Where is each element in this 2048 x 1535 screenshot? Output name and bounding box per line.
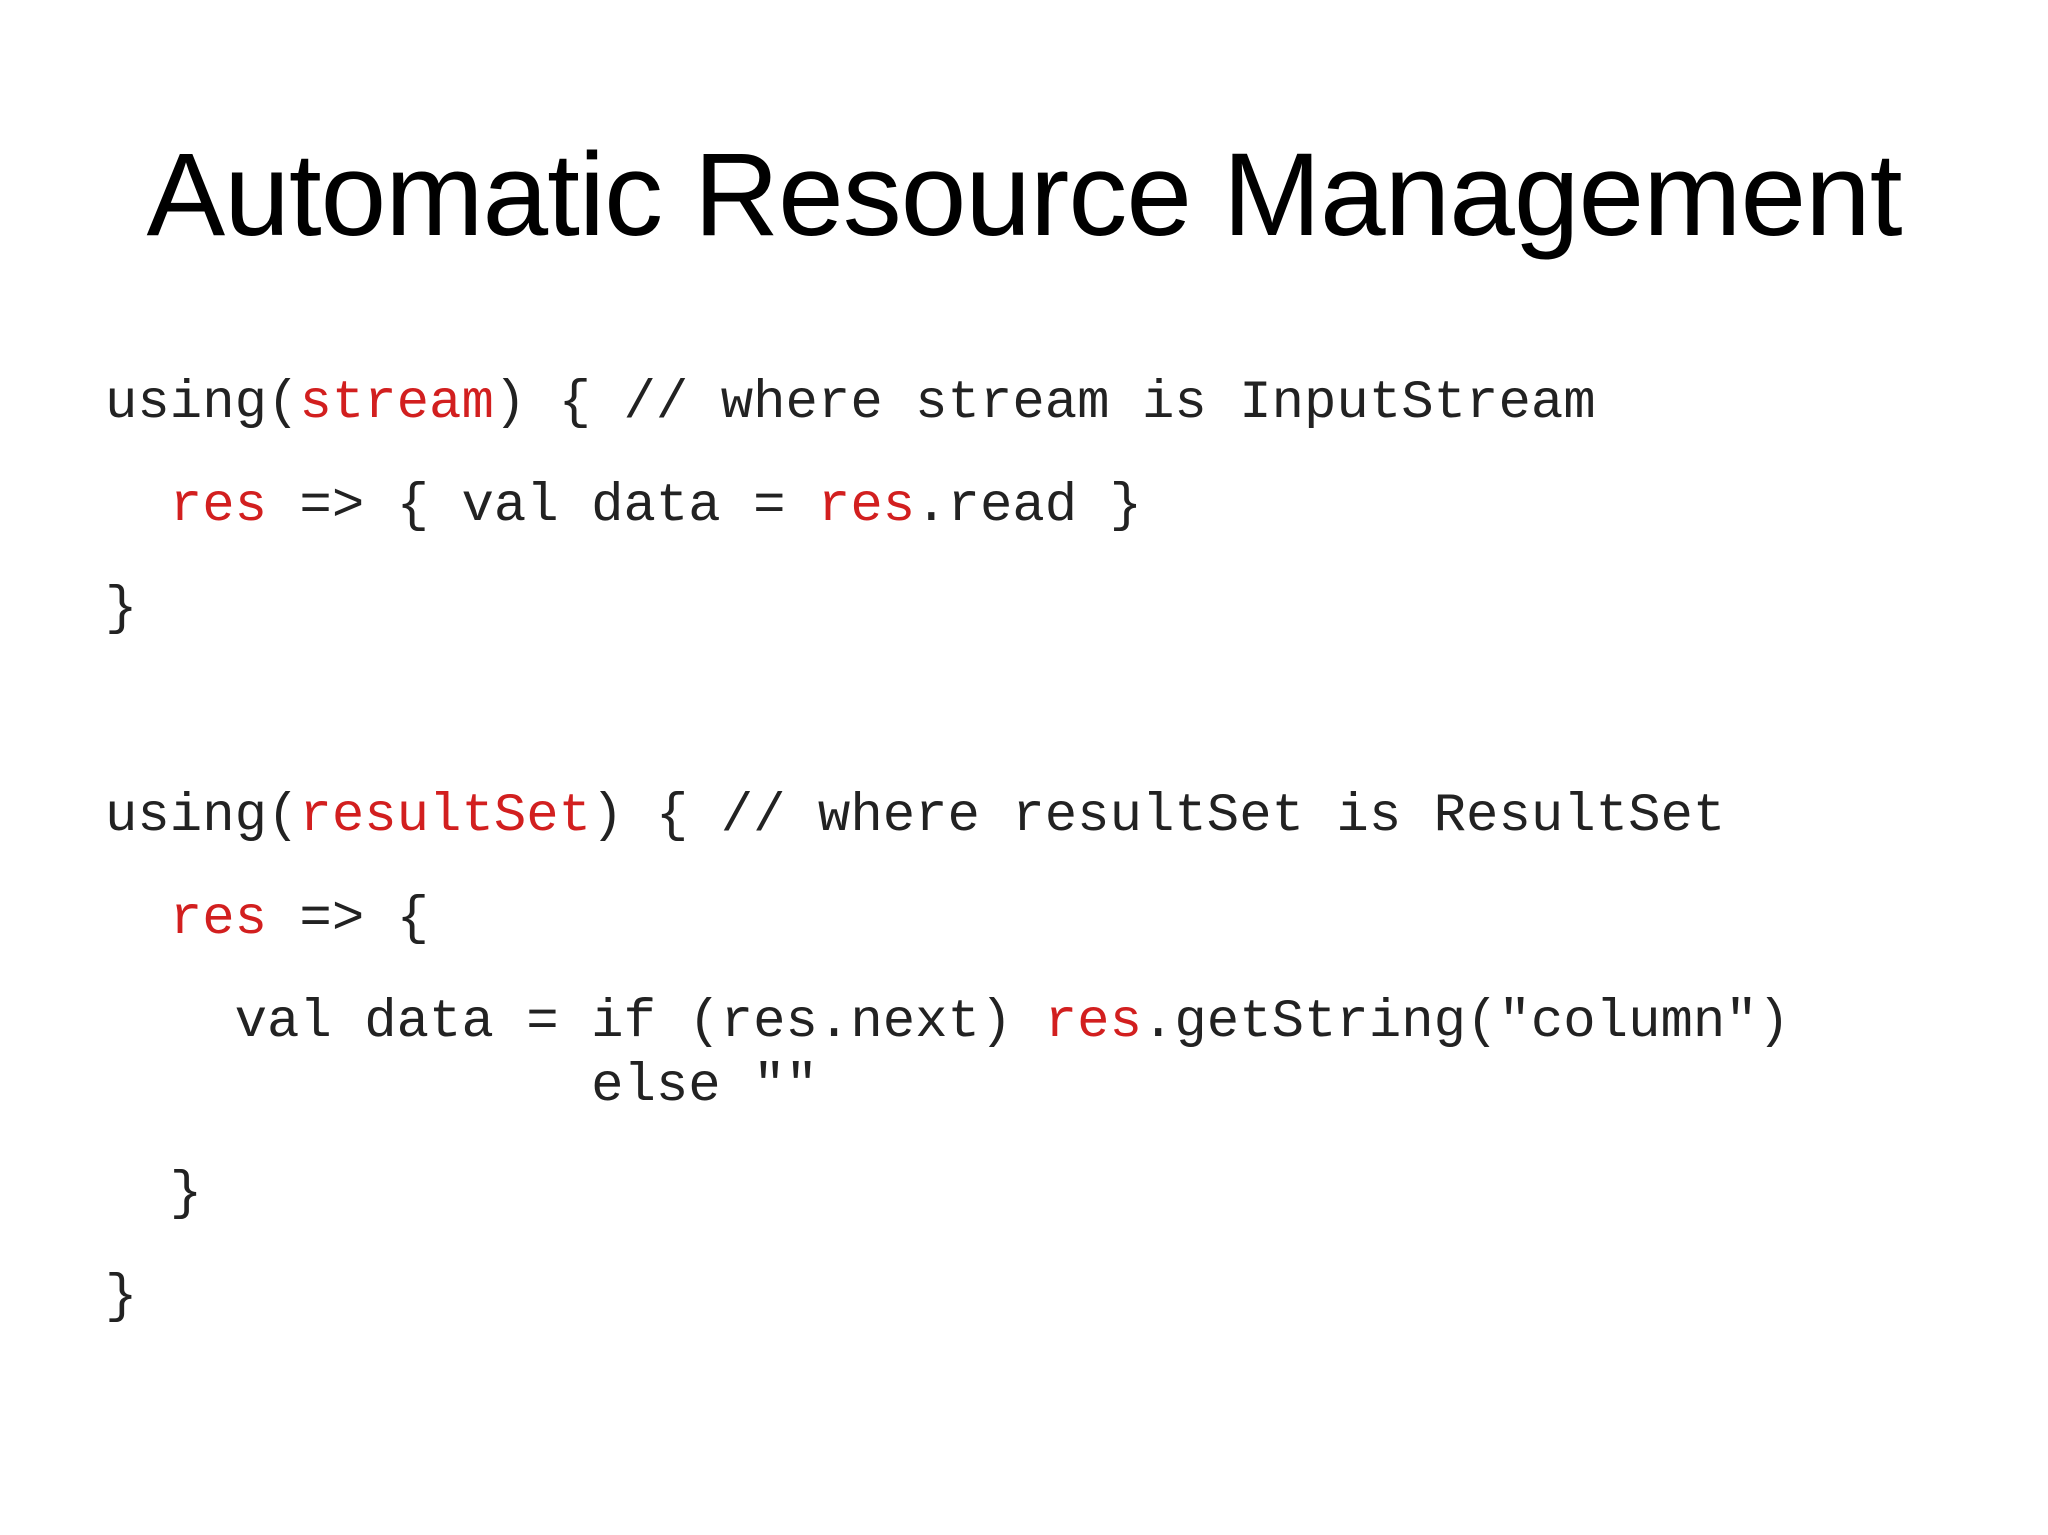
code-text: } <box>105 1267 138 1328</box>
code-line: } <box>105 1266 137 1330</box>
code-line: } <box>105 578 137 642</box>
code-line: res => { <box>105 888 429 952</box>
code-text: val data = if (res.next) <box>105 992 1045 1053</box>
slide-title: Automatic Resource Management <box>146 129 1902 261</box>
code-highlight: resultSet <box>299 786 592 847</box>
code-line: } <box>105 1163 202 1227</box>
code-highlight: res <box>1044 992 1142 1053</box>
code-text: } <box>105 579 138 640</box>
code-text: using( <box>105 786 300 847</box>
code-text: else "" <box>105 1056 818 1117</box>
code-text: .getString("column") <box>1141 992 1791 1053</box>
code-text: .read } <box>915 476 1142 537</box>
code-highlight: stream <box>299 373 494 434</box>
code-line: using(stream) { // where stream is Input… <box>105 372 1596 436</box>
code-text: ) { // where resultSet is ResultSet <box>591 786 1726 847</box>
code-text: => { <box>267 889 430 950</box>
code-text: ) { // where stream is InputStream <box>493 373 1596 434</box>
code-text: => { val data = <box>267 476 818 537</box>
code-text <box>105 889 170 950</box>
code-text: using( <box>105 373 300 434</box>
code-line: res => { val data = res.read } <box>105 475 1142 539</box>
code-line: val data = if (res.next) res.getString("… <box>105 991 1790 1055</box>
code-text <box>105 476 170 537</box>
code-line: else "" <box>105 1055 818 1119</box>
code-highlight: res <box>169 476 268 537</box>
code-highlight: res <box>169 889 268 950</box>
code-line: using(resultSet) { // where resultSet is… <box>105 785 1725 849</box>
code-text: } <box>105 1164 203 1225</box>
code-highlight: res <box>817 476 916 537</box>
